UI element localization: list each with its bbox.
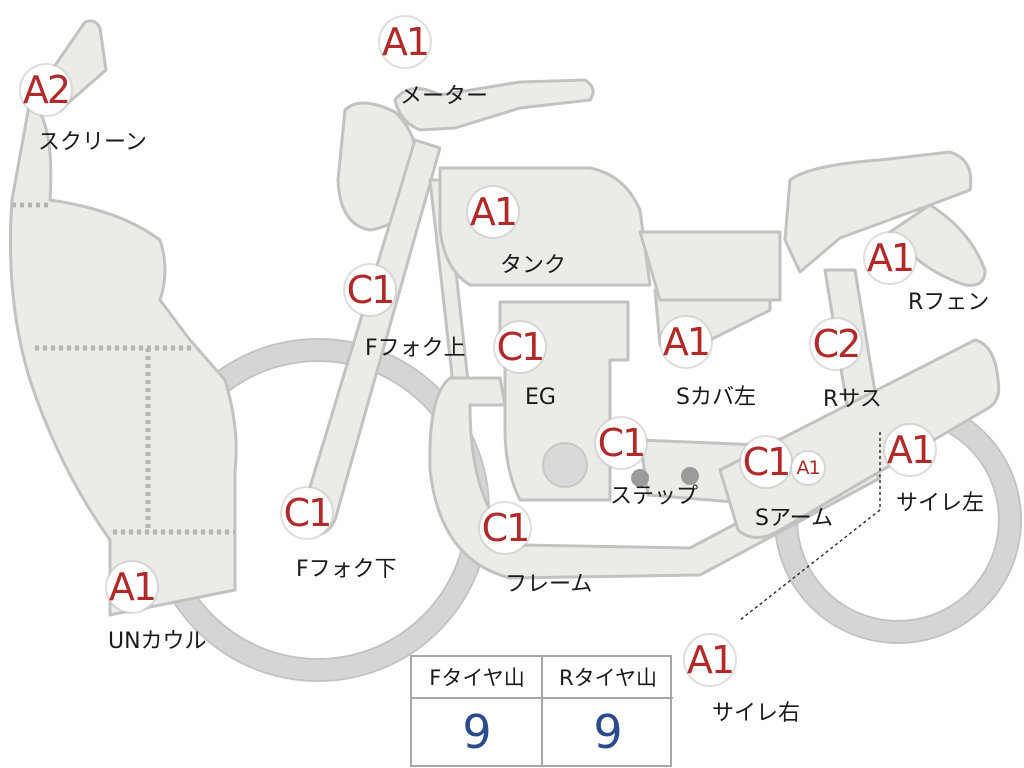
seat-shape: [783, 150, 973, 274]
label-step: ステップ: [610, 484, 699, 509]
front-tire-tread-header: Fタイヤ山: [412, 657, 542, 699]
rear-tire-tread-header: Rタイヤ山: [543, 657, 673, 699]
grade-badge-step: C1: [596, 418, 646, 468]
grade-badge-engine: C1: [495, 322, 545, 372]
grade-badge-rear-suspension: C2: [811, 319, 861, 369]
grade-badge-fork-upper: C1: [345, 265, 395, 315]
label-tank: タンク: [500, 253, 567, 278]
tire-tread-table: Fタイヤ山 Rタイヤ山 9 9: [410, 655, 673, 767]
label-fork-upper: Fフォク上: [365, 336, 466, 361]
grade-badge-side-cover-left: A1: [661, 317, 711, 367]
cowl-shape: [8, 98, 238, 617]
grade-badge-swing-arm-extra: A1: [792, 452, 824, 484]
grade-badge-tank: A1: [468, 187, 518, 237]
rear-tire-tread-value: 9: [593, 705, 623, 759]
label-under-cowl: UNカウル: [108, 629, 207, 654]
rear-fender-shape: [888, 203, 987, 287]
table-divider: [541, 657, 543, 765]
grade-badge-swing-arm: C1: [741, 437, 791, 487]
muffler-shape: [718, 338, 1001, 539]
grade-badge-frame: C1: [480, 503, 530, 553]
label-screen: スクリーン: [38, 130, 147, 155]
grade-badge-rear-fender: A1: [865, 233, 915, 283]
grade-badge-screen: A2: [21, 65, 71, 115]
label-fork-lower: Fフォク下: [296, 557, 397, 582]
label-rear-suspension: Rサス: [823, 387, 882, 412]
label-swing-arm: Sアーム: [755, 506, 833, 531]
label-muffler-right: サイレ右: [712, 701, 801, 726]
grade-badge-muffler-right: A1: [685, 635, 735, 685]
grade-badge-fork-lower: C1: [282, 488, 332, 538]
front-tire-tread-value: 9: [462, 705, 492, 759]
label-muffler-left: サイレ左: [896, 491, 985, 516]
label-rear-fender: Rフェン: [908, 290, 990, 315]
grade-badge-muffler-left: A1: [885, 425, 935, 475]
label-frame: フレーム: [505, 572, 593, 597]
label-meter: メーター: [400, 84, 489, 109]
label-side-cover-left: Sカバ左: [676, 385, 756, 410]
grade-badge-under-cowl: A1: [107, 562, 157, 612]
grade-badge-meter: A1: [380, 17, 430, 67]
label-engine: EG: [525, 385, 556, 410]
handlebar-shape: [393, 78, 595, 132]
